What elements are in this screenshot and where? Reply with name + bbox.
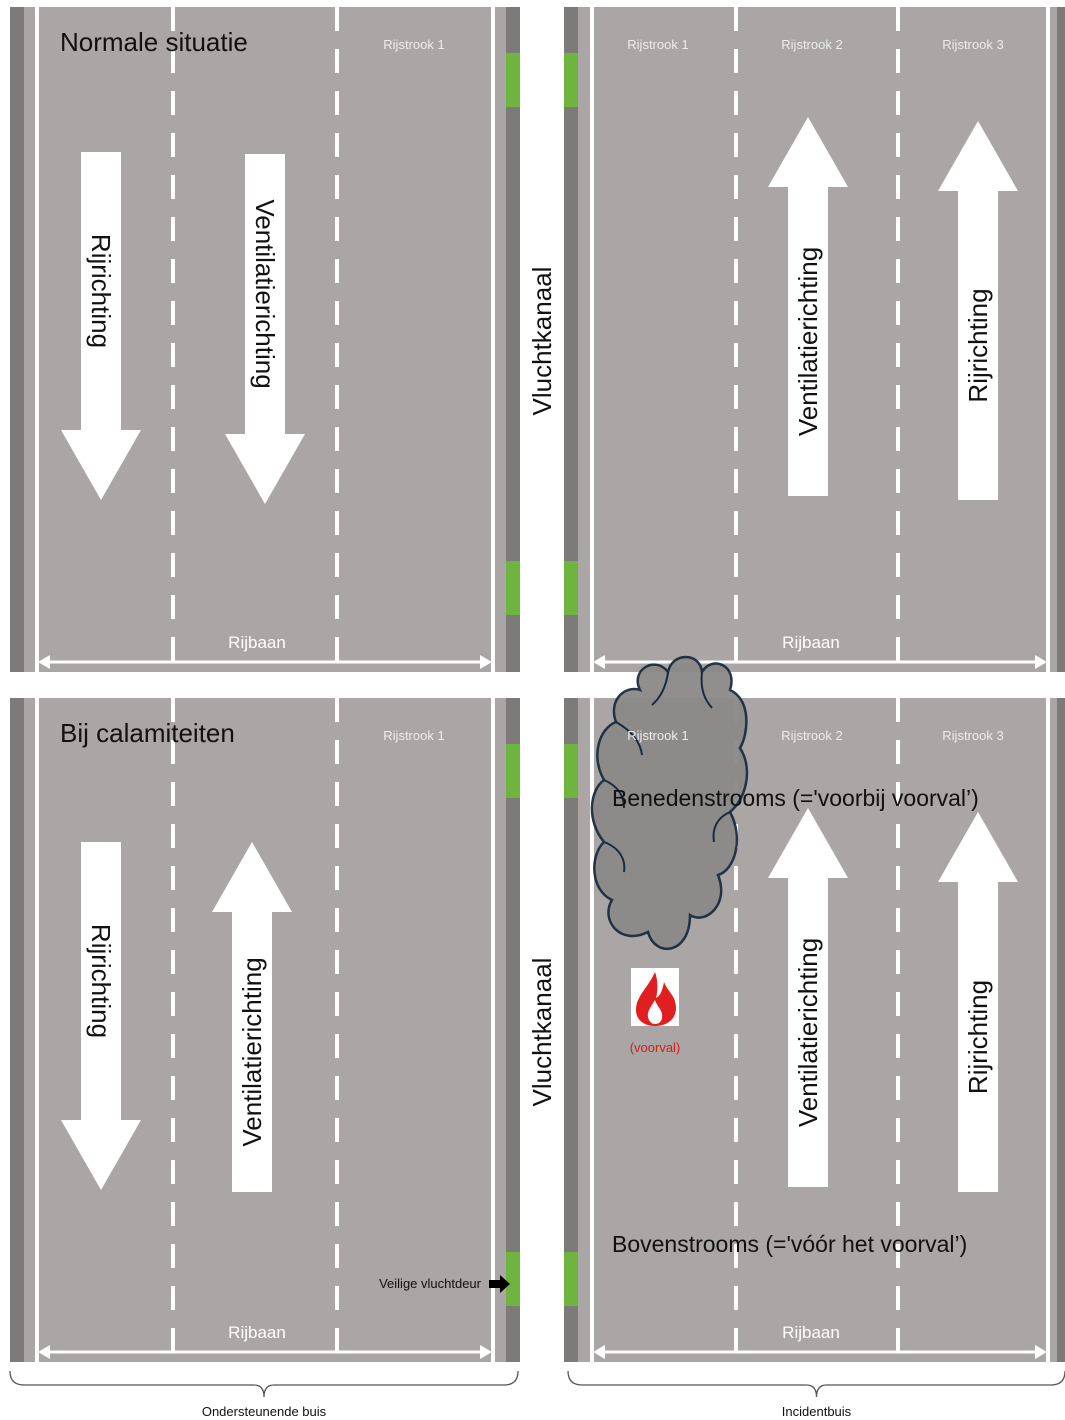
smoke-cloud-detail-3 bbox=[603, 841, 626, 873]
fire-icon bbox=[636, 972, 676, 1026]
bottom-right-lane-label-2: Rijstrook 2 bbox=[781, 728, 842, 743]
top-right-drive-arrow-label: Rijrichting bbox=[963, 288, 993, 402]
top-left-ventilation-arrow-label: Ventilatierichting bbox=[250, 199, 280, 388]
bottom-right-ventilation-arrow bbox=[768, 808, 848, 1187]
bottom-panel-title: Bij calamiteiten bbox=[60, 718, 235, 748]
bottom-left-door-upper bbox=[506, 744, 520, 798]
bottom-left-ventilation-arrow-label: Ventilatierichting bbox=[237, 957, 267, 1146]
smoke-cloud-detail-4 bbox=[712, 811, 731, 843]
bracket-incident-tube bbox=[567, 1370, 1065, 1398]
bottom-right-edge-line bbox=[1046, 698, 1050, 1362]
top-right-roadway-dimension-head-left bbox=[593, 655, 605, 669]
bottom-right-roadway-label: Rijbaan bbox=[782, 1323, 840, 1342]
smoke-cloud-detail-2 bbox=[603, 779, 625, 809]
markings-layer bbox=[9, 7, 1065, 1398]
top-panel-title: Normale situatie bbox=[60, 27, 248, 57]
top-left-edge-line bbox=[35, 7, 39, 672]
top-right-edge-line bbox=[1046, 7, 1050, 672]
top-right-lane-label-1: Rijstrook 1 bbox=[627, 37, 688, 52]
top-right-ventilation-arrow-label: Ventilatierichting bbox=[793, 247, 823, 436]
top-right-drive-arrow bbox=[938, 121, 1018, 500]
bottom-right-lane-label-3: Rijstrook 3 bbox=[942, 728, 1003, 743]
downstream-label: Benedenstrooms (='voorbij voorval’) bbox=[612, 785, 979, 811]
bracket-incident-tube-label: Incidentbuis bbox=[782, 1404, 852, 1419]
incident-label: (voorval) bbox=[630, 1040, 681, 1055]
top-left-tube-inner-edge-line bbox=[491, 7, 495, 672]
top-right-lane-label-3: Rijstrook 3 bbox=[942, 37, 1003, 52]
top-left-door-lower bbox=[506, 561, 520, 615]
top-escape-channel-label: Vluchtkanaal bbox=[527, 267, 557, 416]
top-escape-channel bbox=[520, 7, 564, 672]
bottom-left-lane-label: Rijstrook 1 bbox=[383, 728, 444, 743]
bottom-right-roadway-dimension-head-right bbox=[1035, 1345, 1047, 1359]
bottom-right-roadway-dimension-head-left bbox=[593, 1345, 605, 1359]
top-left-roadway-dimension-head-left bbox=[38, 655, 50, 669]
top-right-ventilation-arrow bbox=[768, 117, 848, 496]
top-left-door-upper bbox=[506, 53, 520, 107]
top-left-roadway-dimension-head-right bbox=[480, 655, 492, 669]
top-right-tube-inner-edge-line bbox=[590, 7, 594, 672]
top-left-roadway-label: Rijbaan bbox=[228, 633, 286, 652]
bottom-left-drive-arrow bbox=[61, 842, 141, 1190]
escape-door-label: Veilige vluchtdeur bbox=[379, 1276, 482, 1291]
top-right-door-upper bbox=[564, 53, 578, 107]
bottom-right-lane-label-1: Rijstrook 1 bbox=[627, 728, 688, 743]
bottom-left-drive-arrow-label: Rijrichting bbox=[86, 924, 116, 1038]
top-right-tube-wall bbox=[564, 7, 578, 672]
fire-icon-inner bbox=[647, 1000, 663, 1024]
bottom-left-edge-band bbox=[10, 698, 24, 1362]
bottom-right-tube-wall bbox=[564, 698, 578, 1362]
bottom-right-door-upper bbox=[564, 744, 578, 798]
upstream-label: Bovenstrooms (='vóór het voorval’) bbox=[612, 1231, 967, 1257]
bottom-right-tube-inner-edge-line bbox=[590, 698, 594, 1362]
top-right-edge-band bbox=[1057, 7, 1065, 672]
top-left-drive-arrow bbox=[61, 152, 141, 500]
smoke-cloud-detail-6 bbox=[651, 671, 669, 706]
smoke-cloud-detail-1 bbox=[615, 721, 643, 756]
bottom-left-roadway-dimension-head-left bbox=[38, 1345, 50, 1359]
top-right-door-lower bbox=[564, 561, 578, 615]
bottom-left-tube-wall bbox=[506, 698, 520, 1362]
top-right-lane-label-2: Rijstrook 2 bbox=[781, 37, 842, 52]
top-left-drive-arrow-label: Rijrichting bbox=[86, 234, 116, 348]
bottom-right-ventilation-arrow-label: Ventilatierichting bbox=[793, 938, 823, 1127]
top-right-roadway-dimension-head-right bbox=[1035, 655, 1047, 669]
bottom-left-tube-inner-edge-line bbox=[491, 698, 495, 1362]
top-left-tube-wall bbox=[506, 7, 520, 672]
bottom-right-drive-arrow-label: Rijrichting bbox=[963, 980, 993, 1094]
smoke-cloud-detail-5 bbox=[700, 671, 713, 709]
bottom-right-drive-arrow bbox=[938, 812, 1018, 1192]
smoke-cloud-icon bbox=[590, 655, 749, 950]
top-left-edge-band bbox=[10, 7, 24, 672]
bottom-escape-channel bbox=[520, 698, 564, 1362]
top-left-ventilation-arrow bbox=[225, 154, 305, 504]
bottom-left-roadway-label: Rijbaan bbox=[228, 1323, 286, 1342]
arrow-right-icon bbox=[489, 1275, 510, 1293]
bottom-escape-channel-label: Vluchtkanaal bbox=[527, 958, 557, 1107]
bottom-left-ventilation-arrow bbox=[212, 842, 292, 1192]
bottom-left-roadway-dimension-head-right bbox=[480, 1345, 492, 1359]
road-layer bbox=[10, 7, 1065, 1362]
bottom-right-door-lower bbox=[564, 1252, 578, 1306]
top-left-lane-label: Rijstrook 1 bbox=[383, 37, 444, 52]
bracket-supporting-tube bbox=[9, 1370, 519, 1398]
top-right-roadway-label: Rijbaan bbox=[782, 633, 840, 652]
bottom-right-edge-band bbox=[1057, 698, 1065, 1362]
bottom-left-door-lower bbox=[506, 1252, 520, 1306]
bottom-left-edge-line bbox=[35, 698, 39, 1362]
bracket-supporting-tube-label: Ondersteunende buis bbox=[202, 1404, 327, 1419]
